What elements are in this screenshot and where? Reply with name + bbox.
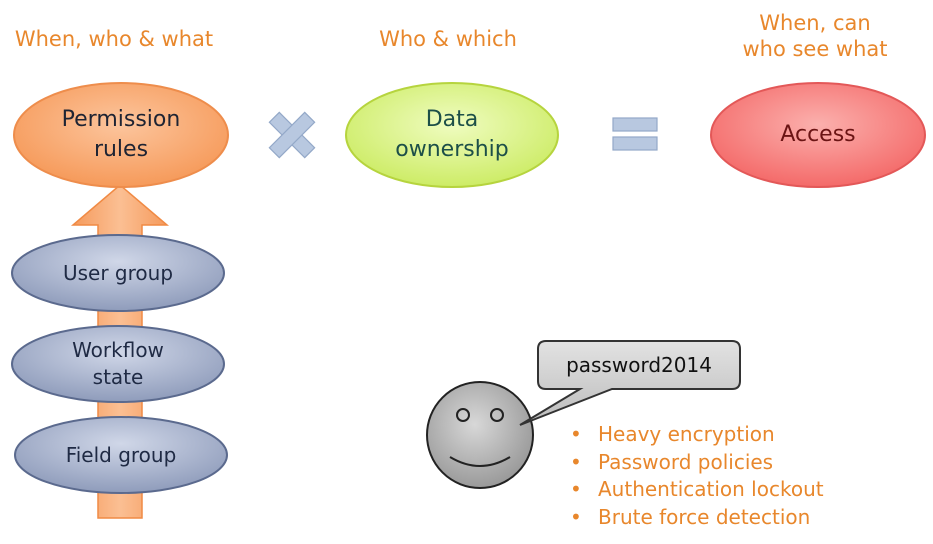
user-group-node [11, 234, 225, 312]
permission-caption: When, who & what [14, 27, 214, 51]
multiply-icon [268, 111, 316, 159]
user-face-icon [426, 381, 534, 489]
data-ownership-label: Data ownership [346, 83, 558, 187]
speech-bubble-text: password2014 [566, 353, 712, 377]
security-item: •Authentication lockout [570, 477, 824, 501]
security-item: •Heavy encryption [570, 422, 775, 446]
data-ownership-node [345, 82, 559, 188]
field-group-node [14, 416, 228, 494]
permission-rules-label: Permission rules [14, 83, 228, 187]
security-item-label: Heavy encryption [598, 422, 775, 446]
security-item-label: Brute force detection [598, 504, 811, 529]
speech-bubble [519, 340, 741, 426]
permission-rules-line1: Permission [61, 107, 181, 132]
data-ownership-line2: ownership [395, 137, 509, 162]
permission-rules-node [13, 82, 229, 188]
security-item-label: Password policies [598, 449, 774, 474]
permission-rules-line2: rules [93, 137, 149, 162]
access-node [710, 82, 926, 188]
access-caption-line2: who see what [742, 37, 888, 61]
workflow-state-label: Workflow state [12, 326, 224, 402]
access-label: Access [780, 122, 856, 147]
workflow-state-line1: Workflow [72, 338, 164, 362]
field-group-label: Field group [65, 442, 177, 467]
workflow-state-line2: state [92, 365, 144, 389]
security-item: •Brute force detection [570, 504, 811, 529]
ownership-caption: Who & which [379, 27, 517, 51]
data-ownership-line1: Data [425, 107, 479, 132]
equals-icon [612, 117, 658, 151]
user-group-label: User group [62, 260, 174, 285]
workflow-state-node [11, 325, 225, 403]
access-caption-line1: When, can [759, 11, 871, 35]
security-item-label: Authentication lockout [598, 477, 824, 501]
security-measures-list: •Heavy encryption •Password policies •Au… [570, 421, 824, 531]
access-caption: When, can who see what [715, 10, 915, 62]
security-item: •Password policies [570, 449, 774, 474]
